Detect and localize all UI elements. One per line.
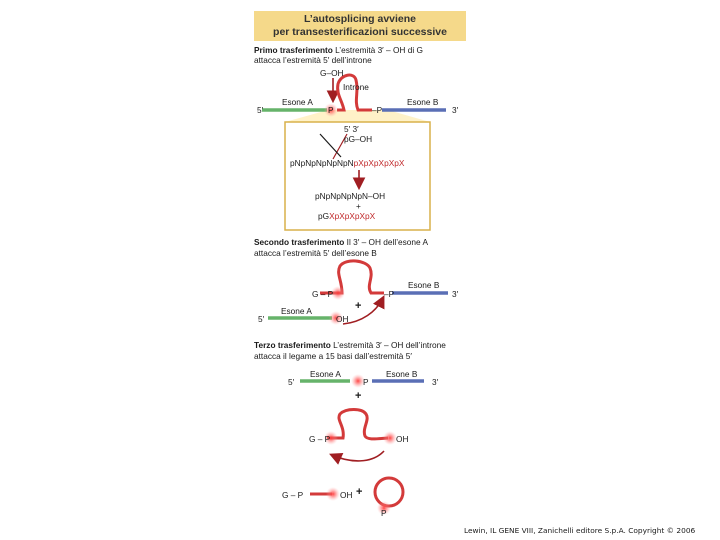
five-prime-label-3: 5′ [288, 377, 295, 387]
zoom-cross-b [319, 133, 342, 158]
oh-label-2: OH [336, 314, 349, 324]
circle-junction-glow [377, 501, 391, 515]
three-prime-label-1: 3′ [452, 105, 459, 115]
zoom-product-1: pNpNpNpNpN–OH [315, 191, 386, 201]
exon-b-label-3: Esone B [386, 369, 418, 379]
intron-label: Introne [343, 82, 369, 92]
step1-description: Primo trasferimento L’estremità 3′ – OH … [254, 45, 423, 55]
phosphate-label-1b: –P [372, 105, 383, 115]
zoom-box [284, 121, 431, 231]
exon-b-label-2: Esone B [408, 280, 440, 290]
intron-lariat-precursor [327, 408, 389, 441]
zoom-wedge [285, 110, 430, 122]
zoom-product-2: pGXpXpXpXpX [318, 211, 375, 221]
plus-label-3a: + [355, 390, 362, 402]
intron-loop-1 [336, 73, 372, 112]
zoom-ends-label: 5′ 3′ [344, 124, 359, 134]
zoom-product-2-pg: pG [318, 211, 330, 221]
step2-description: Secondo trasferimento Il 3′ – OH dell’es… [254, 237, 428, 247]
step3-text-1: L’estremità 3′ – OH dell’introne [330, 340, 446, 350]
three-prime-label-3: 3′ [432, 377, 439, 387]
exon-a-label-1: Esone A [282, 97, 313, 107]
zoom-product-2-intron: XpXpXpXpX [329, 211, 376, 221]
title-banner: L’autosplicing avviene per transesterifi… [254, 11, 466, 41]
step1-heading: Primo trasferimento [254, 45, 333, 55]
attack-arrow-2 [342, 295, 385, 325]
step2-heading: Secondo trasferimento [254, 237, 345, 247]
three-prime-label-2: 3′ [452, 289, 459, 299]
plus-label-3b: + [356, 486, 363, 498]
phosphate-label-3b: P [381, 508, 387, 518]
splice-site-glow-2b [329, 311, 343, 325]
zoom-sequence-exon: pNpNpNpNpNpN [290, 158, 354, 168]
g-p-label-2: G – P [312, 289, 334, 299]
oh-label-3: OH [396, 434, 409, 444]
step3-description: Terzo trasferimento L’estremità 3′ – OH … [254, 340, 446, 350]
spliced-junction-glow [351, 374, 365, 388]
exon-a-label-3: Esone A [310, 369, 341, 379]
phosphate-label-3: P [363, 377, 369, 387]
step1-text-1: L’estremità 3′ – OH di G [332, 45, 423, 55]
splice-site-glow-3b [383, 431, 397, 445]
splice-site-glow-2a [331, 286, 345, 300]
g-p-label-3: G – P [309, 434, 331, 444]
oh-label-3b: OH [340, 490, 353, 500]
circular-intron [373, 476, 405, 508]
attack-arrow-3 [329, 450, 385, 465]
zoom-sequence-intron: pXpXpXpXpX [353, 158, 405, 168]
splice-site-glow-1 [324, 103, 338, 117]
step1-text-2: attacca l’estremità 5′ dell’introne [254, 55, 372, 65]
zoom-pg-oh: pG–OH [344, 134, 373, 144]
step1-graphic [262, 73, 446, 231]
zoom-plus: + [356, 201, 361, 211]
step3-heading: Terzo trasferimento [254, 340, 331, 350]
phosphate-label-1a: P [328, 105, 334, 115]
fragment-end-glow [326, 487, 340, 501]
zoom-sequence: pNpNpNpNpNpNpXpXpXpXpX [290, 158, 404, 168]
title-line-1: L’autosplicing avviene [303, 13, 417, 25]
step2-graphic [268, 259, 448, 325]
five-prime-label-1: 5′ [257, 105, 264, 115]
step3-text-2: attacca il legame a 15 basi dall’estremi… [254, 351, 412, 361]
step2-text-1: Il 3′ – OH dell’esone A [344, 237, 429, 247]
step3-graphic [300, 374, 424, 515]
g-p-label-3b: G – P [282, 490, 304, 500]
exon-b-label-1: Esone B [407, 97, 439, 107]
intron-loop-2 [320, 259, 384, 295]
zoom-cross-a [332, 133, 348, 160]
copyright-credit: Lewin, IL GENE VIII, Zanichelli editore … [464, 526, 696, 535]
exon-a-label-2: Esone A [281, 306, 312, 316]
phosphate-label-2: –P [384, 289, 395, 299]
title-line-2: per transesterificazioni successive [273, 26, 447, 38]
g-oh-label: G–OH [320, 68, 344, 78]
plus-label-2: + [355, 300, 362, 312]
step2-text-2: attacca l’estremità 5′ dell’esone B [254, 248, 377, 258]
splice-site-glow-3a [324, 431, 338, 445]
five-prime-label-2: 5′ [258, 314, 265, 324]
